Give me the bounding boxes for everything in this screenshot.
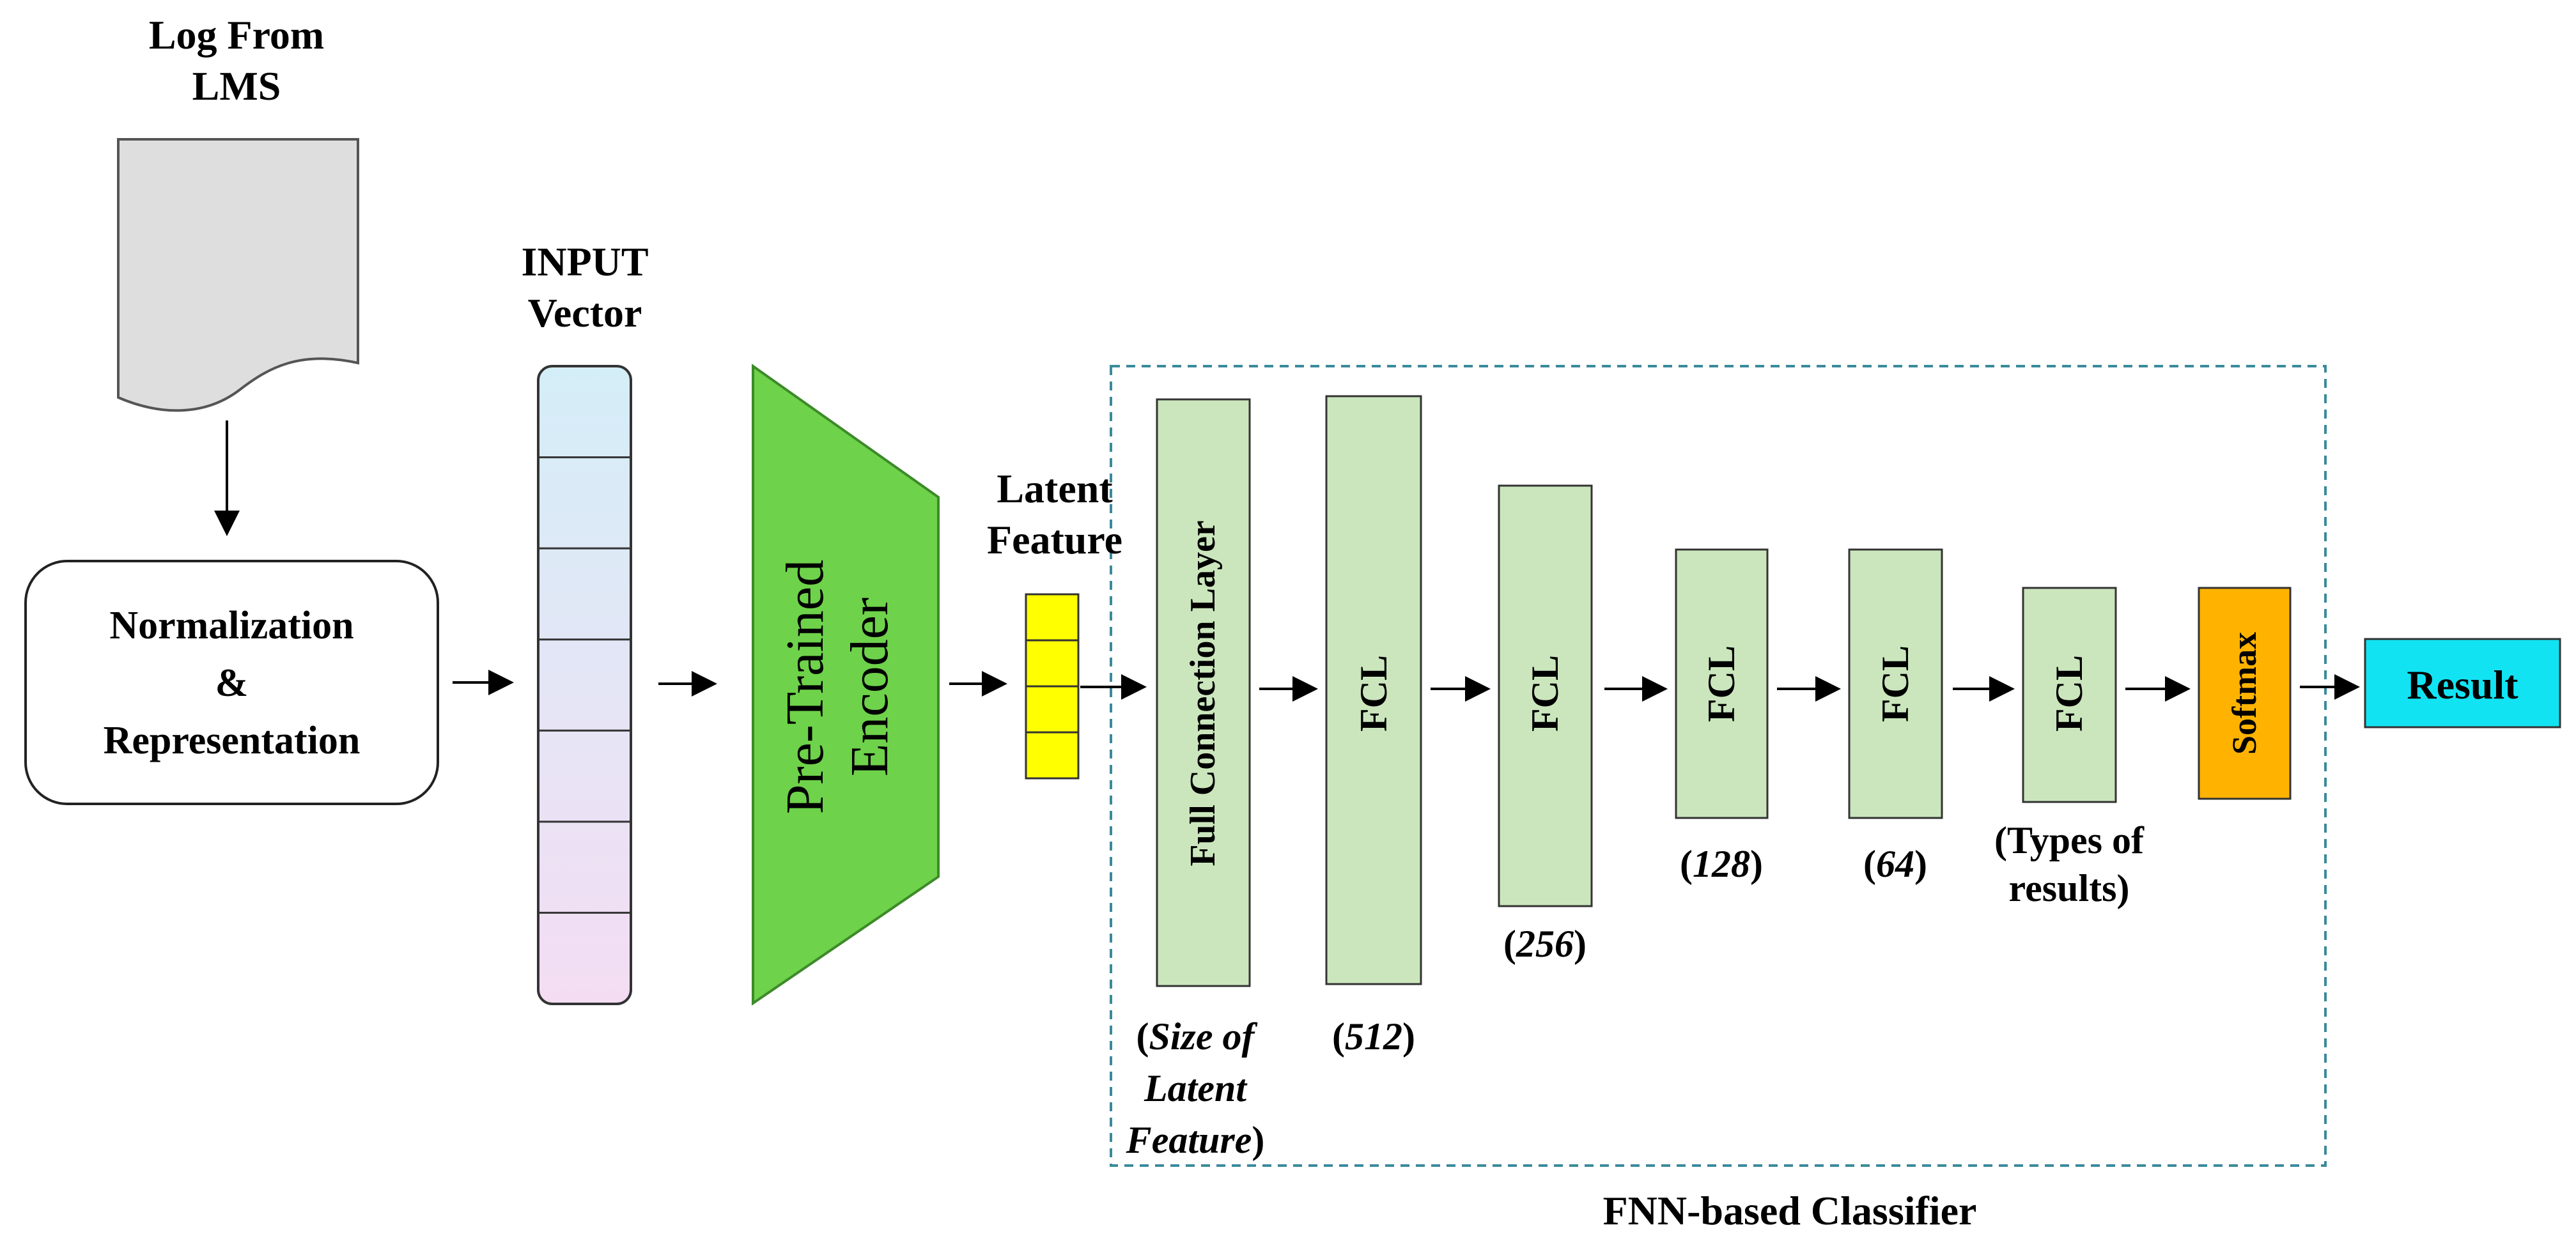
layer-name-fcl-output: FCL xyxy=(2048,655,2090,732)
softmax-box xyxy=(2198,587,2292,800)
layer-box-fcl-512 xyxy=(1325,395,1422,985)
layer-name-fcl-64: FCL xyxy=(1874,645,1916,722)
layer-box-fcl-128 xyxy=(1675,548,1769,819)
size-label-fcl-output: (Types of results) xyxy=(1967,817,2171,913)
size-label-full-connection: (Size of Latent Feature) xyxy=(1096,1011,1294,1166)
classifier-caption: FNN-based Classifier xyxy=(1602,1188,1977,1233)
size-italic-3: Feature xyxy=(1126,1119,1252,1161)
size-label-fcl-256: (256) xyxy=(1503,923,1587,965)
latent-title-line2: Feature xyxy=(986,517,1123,562)
size-value-512: 512 xyxy=(1345,1015,1402,1058)
document-icon xyxy=(117,138,359,412)
result-label: Result xyxy=(2407,662,2518,707)
normalization-line3: Representation xyxy=(103,718,361,762)
latent-feature-cell xyxy=(1025,731,1080,780)
softmax-label: Softmax xyxy=(2225,632,2263,755)
size-output-line1: (Types of xyxy=(1994,819,2144,861)
size-line-1: (Size of xyxy=(1136,1015,1255,1058)
classifier-container xyxy=(1110,365,2327,1167)
layer-box-fcl-64 xyxy=(1848,548,1943,819)
normalization-box xyxy=(24,560,439,805)
normalization-line1: Normalization xyxy=(109,604,354,647)
input-vector xyxy=(537,365,632,1005)
result-box xyxy=(2364,638,2561,728)
size-label-fcl-128: (128) xyxy=(1680,843,1763,885)
size-value-256: 256 xyxy=(1516,923,1574,965)
input-vector-body xyxy=(537,365,632,1005)
layer-name-full-connection: Full Connection Layer xyxy=(1183,520,1223,867)
source-title-line2: LMS xyxy=(192,63,281,109)
latent-feature-cell xyxy=(1025,593,1080,642)
size-output-line2: results) xyxy=(2008,867,2130,909)
size-value-128: 128 xyxy=(1693,843,1750,885)
latent-feature-title: Latent Feature xyxy=(959,463,1151,566)
input-vector-title-line2: Vector xyxy=(527,290,642,335)
normalization-line2: & xyxy=(215,661,249,705)
size-line-3: Feature) xyxy=(1126,1119,1265,1161)
encoder-label: Pre-Trained Encoder xyxy=(773,482,914,891)
source-title-line1: Log From xyxy=(148,12,325,58)
input-vector-title: INPUT Vector xyxy=(470,236,700,339)
size-italic-1: Size of xyxy=(1149,1015,1255,1058)
layer-box-fcl-output xyxy=(2022,587,2117,803)
layer-name-fcl-256: FCL xyxy=(1524,655,1566,732)
layer-name-fcl-128: FCL xyxy=(1700,645,1742,722)
latent-title-line1: Latent xyxy=(997,466,1113,511)
layer-box-full-connection xyxy=(1156,398,1251,987)
size-label-fcl-64: (64) xyxy=(1863,843,1927,885)
size-value-64: 64 xyxy=(1876,843,1914,885)
encoder-label-line2: Encoder xyxy=(839,597,899,776)
encoder-trapezoid xyxy=(752,364,940,1006)
latent-feature-cell xyxy=(1025,685,1080,734)
layer-name-fcl-512: FCL xyxy=(1353,655,1395,732)
latent-feature-cell xyxy=(1025,639,1080,688)
latent-feature-vector xyxy=(1025,593,1080,780)
encoder-label-line1: Pre-Trained xyxy=(775,559,835,815)
normalization-label: Normalization & Representation xyxy=(26,597,438,770)
input-vector-title-line1: INPUT xyxy=(521,239,649,284)
size-label-fcl-512: (512) xyxy=(1332,1015,1415,1058)
size-line-2: Latent xyxy=(1096,1063,1294,1114)
source-title: Log From LMS xyxy=(109,10,364,112)
size-italic-2: Latent xyxy=(1144,1067,1246,1109)
layer-box-fcl-256 xyxy=(1498,484,1593,907)
